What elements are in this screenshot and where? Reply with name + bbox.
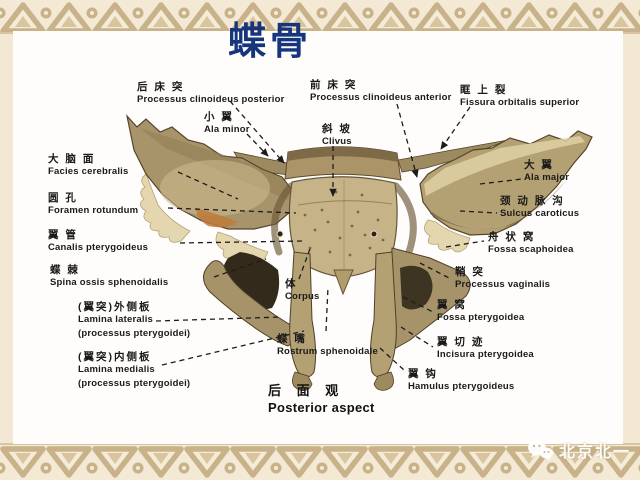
dorsum-sellae-shape bbox=[287, 146, 398, 162]
foramen-left-dot bbox=[276, 230, 284, 238]
label-la: Fossa pterygoidea bbox=[437, 311, 525, 323]
label-zh: 颈 动 脉 沟 bbox=[500, 195, 565, 207]
label-zh: 翼 钩 bbox=[408, 368, 438, 380]
right-pterygoid-opening bbox=[400, 265, 433, 310]
label-zh: 大 脑 面 bbox=[48, 153, 96, 165]
label-la: Lamina lateralis bbox=[78, 313, 154, 325]
ala-major-right-shape bbox=[419, 130, 593, 236]
label-zh: 鞘 突 bbox=[455, 266, 485, 278]
label-zh: 蝶 棘 bbox=[50, 264, 80, 276]
label-zh: 大 翼 bbox=[524, 159, 554, 171]
label-zh: 圆 孔 bbox=[48, 192, 78, 204]
label-zh: (翼突)内侧板 bbox=[78, 351, 152, 363]
label-zh: 舟 状 窝 bbox=[488, 231, 536, 243]
wechat-icon bbox=[528, 440, 553, 461]
label-la: Foramen rotundum bbox=[48, 204, 139, 216]
label-zh: 体 bbox=[285, 278, 298, 290]
label-la: Processus clinoideus posterior bbox=[137, 93, 285, 105]
label-la: Clivus bbox=[322, 135, 352, 147]
label-la: Processus vaginalis bbox=[455, 278, 551, 290]
label-la: Ala major bbox=[524, 171, 570, 183]
label-la: Processus clinoideus anterior bbox=[310, 91, 452, 103]
bone-serrated-edge-right bbox=[424, 219, 471, 253]
hamulus-left-shape bbox=[292, 371, 313, 391]
corpus-texture bbox=[303, 190, 385, 257]
foramen-right-dot bbox=[370, 230, 378, 238]
label-zh: 后 床 突 bbox=[137, 81, 185, 93]
lamina-medialis-left-shape bbox=[289, 251, 317, 378]
label-zh: 前 床 突 bbox=[310, 79, 358, 91]
label-la: Incisura pterygoidea bbox=[437, 348, 534, 360]
label-la: Facies cerebralis bbox=[48, 165, 129, 177]
label-la: Sulcus caroticus bbox=[500, 207, 580, 219]
label-la: Corpus bbox=[285, 290, 320, 302]
label-la: Fossa scaphoidea bbox=[488, 243, 574, 255]
caption-zh: 后 面 观 bbox=[268, 383, 345, 398]
label-la: Spina ossis sphenoidalis bbox=[50, 276, 169, 288]
page-title: 蝶骨 bbox=[228, 21, 313, 63]
label-la2: (processus pterygoidei) bbox=[78, 328, 191, 339]
watermark-text: 北京北一 bbox=[559, 444, 632, 461]
figure-caption: 后 面 观 Posterior aspect bbox=[268, 380, 375, 415]
label-zh: (翼突)外侧板 bbox=[78, 301, 152, 313]
corpus-crease bbox=[297, 200, 393, 206]
label-la: Canalis pterygoideus bbox=[48, 241, 149, 253]
label-la: Ala minor bbox=[204, 123, 250, 135]
lamina-medialis-right-shape bbox=[369, 251, 397, 378]
hamulus-right-shape bbox=[373, 371, 394, 391]
label-zh: 小 翼 bbox=[204, 111, 234, 123]
label-la: Lamina medialis bbox=[78, 363, 155, 375]
caption-la: Posterior aspect bbox=[268, 400, 375, 415]
rostrum-shape bbox=[333, 269, 354, 296]
label-la2: (processus pterygoidei) bbox=[78, 378, 191, 389]
label-la: Fissura orbitalis superior bbox=[460, 96, 580, 108]
left-wing-orange-patch bbox=[196, 208, 238, 228]
sulcus-caroticus-left-shape bbox=[271, 182, 295, 256]
label-zh: 翼 切 迹 bbox=[437, 336, 485, 348]
label-la: Hamulus pterygoideus bbox=[408, 380, 515, 392]
label-zh: 翼 窝 bbox=[437, 299, 467, 311]
leader-lines bbox=[155, 100, 523, 372]
bone-serrated-edge-left bbox=[140, 173, 191, 243]
right-wing-highlight bbox=[424, 136, 585, 196]
label-zh: 翼 管 bbox=[48, 229, 78, 241]
sulcus-caroticus-right-shape bbox=[392, 182, 417, 256]
label-zh: 眶 上 裂 bbox=[460, 84, 508, 96]
label-zh: 蝶 嘴 bbox=[277, 333, 307, 345]
label-zh: 斜 坡 bbox=[322, 123, 352, 135]
label-la: Rostrum sphenoidale bbox=[277, 345, 378, 357]
watermark: 北京北一 bbox=[527, 437, 631, 463]
